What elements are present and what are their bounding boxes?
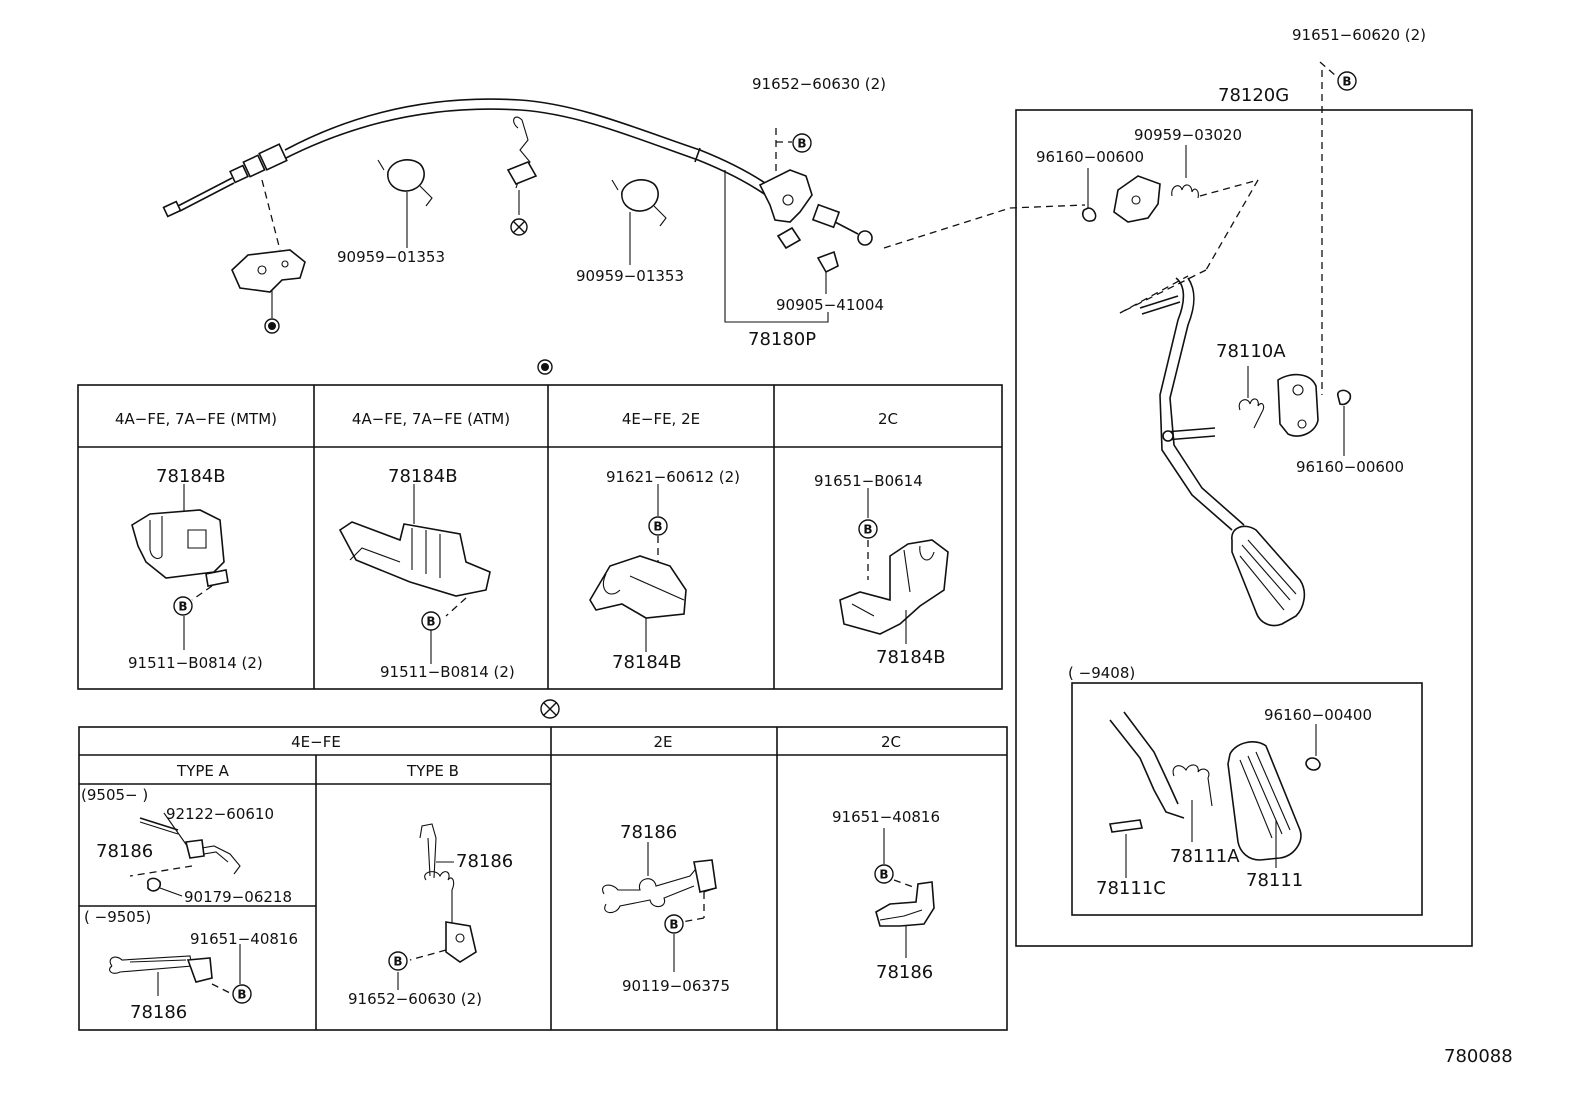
bracket-mtm-drawing: B — [131, 484, 229, 650]
callout-b-2e: B — [664, 914, 684, 934]
label-78111C: 78111C — [1096, 878, 1166, 899]
table-2-type-a: TYPE A — [176, 762, 230, 780]
svg-text:B: B — [426, 615, 435, 629]
table-2-header-4efe: 4E−FE — [291, 733, 341, 751]
accelerator-cable-drawing: B — [162, 98, 1086, 334]
label-t1-c3-top: 91621−60612 (2) — [606, 468, 740, 486]
inset-pedal-drawing — [1109, 711, 1321, 878]
label-91651-60620: 91651−60620 (2) — [1292, 26, 1426, 44]
callout-b-type-b: B — [388, 951, 408, 971]
label-96160-00600-right: 96160−00600 — [1296, 458, 1404, 476]
bracket-atm-drawing: B — [338, 484, 491, 664]
table-1-header-mtm: 4A−FE, 7A−FE (MTM) — [115, 410, 277, 428]
label-a1-p3: 90179−06218 — [184, 888, 292, 906]
2c-bracket-drawing: B — [874, 828, 935, 958]
filled-circle-marker — [537, 359, 553, 375]
type-a-lower-drawing: B — [109, 944, 252, 1004]
pedal-drawing — [1081, 145, 1352, 627]
2e-spring-drawing: B — [602, 842, 717, 972]
callout-b-2c: B — [858, 519, 878, 539]
label-2e-p2: 90119−06375 — [622, 977, 730, 995]
label-a1-p1: 92122−60610 — [166, 805, 274, 823]
label-a2-p2: 78186 — [130, 1002, 187, 1023]
table-2-header-2c: 2C — [881, 733, 901, 751]
svg-text:B: B — [237, 988, 246, 1002]
pedal-assembly-frame — [1015, 109, 1473, 947]
label-9408-range: ( −9408) — [1068, 664, 1135, 682]
label-78111A: 78111A — [1170, 846, 1240, 867]
label-2c-p1: 91651−40816 — [832, 808, 940, 826]
label-t1-c4-top: 91651−B0614 — [814, 472, 923, 490]
label-78110A: 78110A — [1216, 341, 1286, 362]
label-90959-01353-b: 90959−01353 — [576, 267, 684, 285]
svg-text:B: B — [653, 520, 662, 534]
bracket-4efe-2e-drawing: B — [589, 484, 687, 652]
label-90959-03020: 90959−03020 — [1134, 126, 1242, 144]
label-90905-41004: 90905−41004 — [776, 296, 884, 314]
type-a-upper-drawing — [129, 812, 241, 897]
label-t1-c1-top: 78184B — [156, 466, 226, 487]
label-t1-c3-bot: 78184B — [612, 652, 682, 673]
label-96160-00600-top: 96160−00600 — [1036, 148, 1144, 166]
label-a2-p1: 91651−40816 — [190, 930, 298, 948]
label-t1-c1-bot: 91511−B0814 (2) — [128, 654, 263, 672]
label-a1-range: (9505− ) — [81, 786, 148, 804]
label-t1-c2-top: 78184B — [388, 466, 458, 487]
callout-b-atm: B — [421, 611, 441, 631]
callout-b-2c-lower: B — [874, 864, 894, 884]
callout-b-mtm: B — [173, 596, 193, 616]
svg-text:B: B — [797, 137, 806, 151]
label-b-p1: 78186 — [456, 851, 513, 872]
label-2e-p1: 78186 — [620, 822, 677, 843]
callout-b-4efe-2e: B — [648, 516, 668, 536]
table-1-header-2c: 2C — [878, 410, 898, 428]
svg-text:B: B — [669, 918, 678, 932]
table-1-header-4efe-2e: 4E−FE, 2E — [622, 410, 700, 428]
svg-text:B: B — [393, 955, 402, 969]
table-2-frame — [78, 726, 1008, 1031]
table-1-frame — [77, 384, 1003, 690]
svg-text:B: B — [879, 868, 888, 882]
svg-text:B: B — [863, 523, 872, 537]
label-91652-60630-top: 91652−60630 (2) — [752, 75, 886, 93]
label-a2-range: ( −9505) — [84, 908, 151, 926]
inset-9408-box — [1071, 682, 1423, 916]
label-90959-01353-a: 90959−01353 — [337, 248, 445, 266]
bracket-2c-drawing: B — [839, 488, 949, 644]
label-t1-c4-bot: 78184B — [876, 647, 946, 668]
callout-b-type-a-lower: B — [232, 984, 252, 1004]
table-2-type-b: TYPE B — [406, 762, 459, 780]
label-2c-p2: 78186 — [876, 962, 933, 983]
table-2-header-2e: 2E — [653, 733, 672, 751]
label-96160-00400: 96160−00400 — [1264, 706, 1372, 724]
label-a1-p2: 78186 — [96, 841, 153, 862]
type-b-drawing: B — [388, 823, 477, 990]
label-78111: 78111 — [1246, 870, 1303, 891]
svg-text:B: B — [178, 600, 187, 614]
cross-circle-marker — [540, 699, 560, 719]
label-78120G: 78120G — [1218, 85, 1289, 106]
callout-b-top-right: B — [1337, 71, 1357, 91]
figure-code: 780088 — [1444, 1046, 1513, 1067]
table-1-header-atm: 4A−FE, 7A−FE (ATM) — [352, 410, 510, 428]
label-b-p2: 91652−60630 (2) — [348, 990, 482, 1008]
callout-b-top-cable: B — [792, 133, 812, 153]
label-78180P: 78180P — [748, 329, 816, 350]
svg-text:B: B — [1342, 75, 1351, 89]
label-t1-c2-bot: 91511−B0814 (2) — [380, 663, 515, 681]
